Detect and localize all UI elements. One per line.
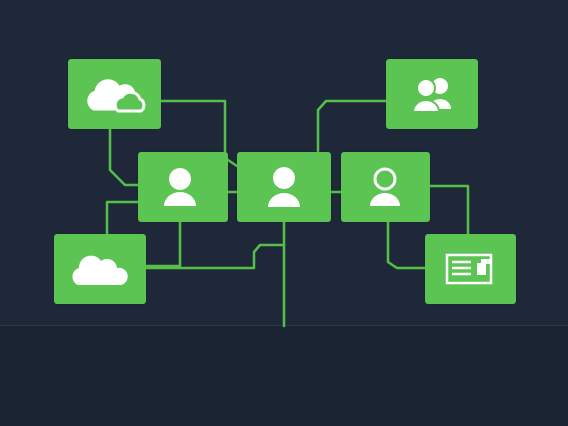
cloud-cluster-icon <box>87 79 146 113</box>
edge-user-center-cloud-bottom <box>144 243 286 270</box>
cloud-icon <box>72 255 128 285</box>
server-rack-icon <box>445 253 493 285</box>
node-cloud-bottom-left[interactable] <box>54 234 146 304</box>
node-server-bottom-right[interactable] <box>425 234 516 304</box>
node-cloud-top-left[interactable] <box>68 59 161 129</box>
user-icon <box>164 168 196 206</box>
lower-backdrop <box>0 326 568 426</box>
edge-user-right-server-side <box>428 184 470 236</box>
edge-user-left-cloud-bottom-2 <box>144 220 182 268</box>
node-user-right[interactable] <box>341 152 430 222</box>
node-user-left[interactable] <box>138 152 228 222</box>
node-user-center[interactable] <box>237 152 331 222</box>
edge-cloud-top-left-user-left <box>108 126 140 187</box>
edge-cloud-top-left-user-center <box>159 99 239 168</box>
user-icon <box>268 167 300 207</box>
user-group-icon <box>411 78 451 113</box>
user-outline-icon <box>370 167 400 206</box>
edge-user-center-group <box>316 99 388 153</box>
edge-user-right-server-down <box>386 220 427 270</box>
node-group-top-right[interactable] <box>386 59 478 129</box>
edge-user-left-cloud-bottom <box>105 200 140 236</box>
